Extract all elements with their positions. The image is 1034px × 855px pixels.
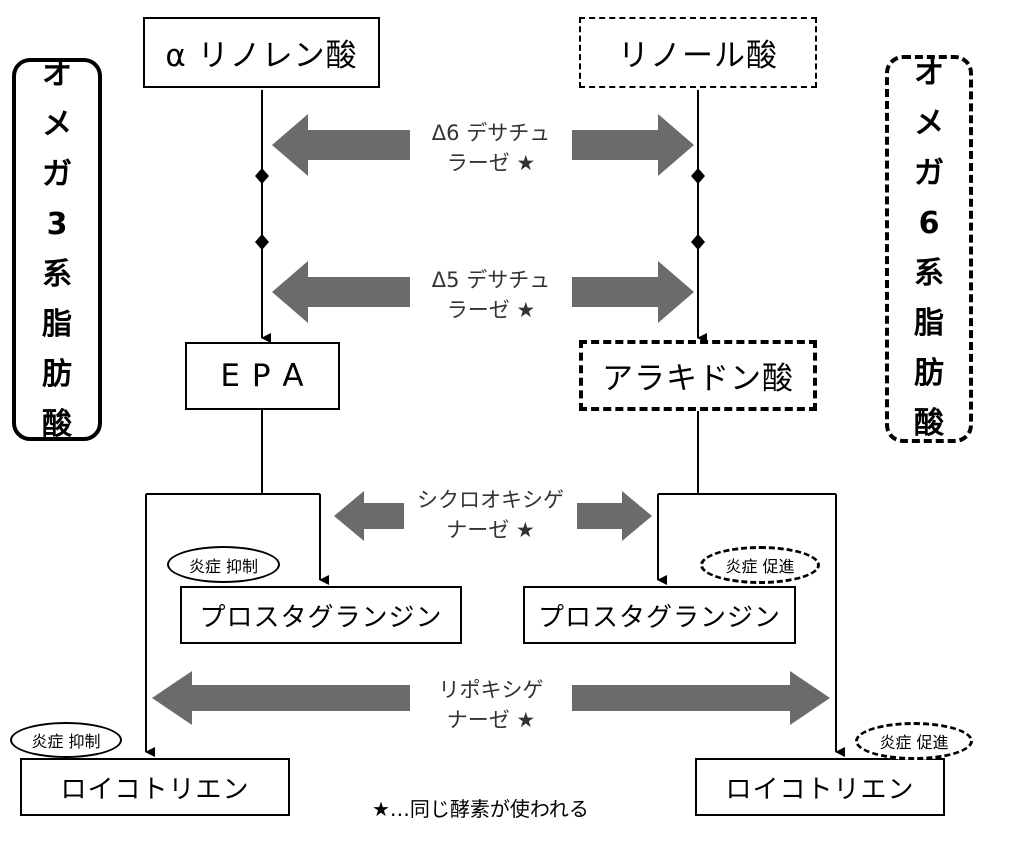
epa-box: E P A: [185, 342, 340, 410]
d5-right-arrow: [572, 261, 694, 323]
prostaglandin-right-box: プロスタグランジン: [523, 586, 796, 644]
alpha-linolenic-acid-box: α リノレン酸: [143, 17, 380, 88]
inflammation-promote-badge: 炎症 促進: [700, 546, 820, 584]
omega3-char: 3: [46, 206, 68, 242]
cox-left-arrow: [334, 491, 404, 541]
omega6-char: 肪: [914, 356, 944, 391]
same-enzyme-note: ★…同じ酵素が使われる: [372, 797, 589, 821]
leukotriene-left-box: ロイコトリエン: [20, 758, 290, 816]
omega3-char: 酸: [42, 406, 72, 442]
diamond-marker: [691, 234, 705, 250]
d5-desaturase-label: Δ5 デサチュ ラーゼ ★: [431, 268, 551, 322]
arachidonic-acid-box: アラキドン酸: [579, 340, 817, 411]
omega3-char: 肪: [42, 356, 72, 392]
cox-right-arrow: [577, 491, 652, 541]
diamond-marker: [255, 168, 269, 184]
omega3-char: メ: [42, 106, 72, 142]
d5-left-arrow: [272, 261, 410, 323]
diamond-marker: [255, 234, 269, 250]
omega3-char: オ: [42, 56, 72, 92]
omega6-char: 6: [918, 206, 940, 241]
cyclooxygenase-label: シクロオキシゲ ナーゼ ★: [417, 488, 564, 542]
prostaglandin-left-box: プロスタグランジン: [180, 586, 462, 644]
omega3-char: 系: [42, 256, 72, 292]
diamond-marker: [691, 168, 705, 184]
d6-desaturase-label: Δ6 デサチュ ラーゼ ★: [431, 121, 551, 175]
inflammation-suppress-badge: 炎症 抑制: [10, 722, 122, 758]
omega6-char: メ: [914, 106, 944, 141]
inflammation-promote-badge: 炎症 促進: [855, 722, 973, 760]
omega6-char: 酸: [914, 406, 944, 441]
lipoxygenase-label: リポキシゲ ナーゼ ★: [438, 678, 544, 732]
d6-left-arrow: [272, 114, 410, 176]
linoleic-acid-box: リノール酸: [579, 17, 817, 88]
d6-right-arrow: [572, 114, 694, 176]
lox-left-arrow: [152, 671, 410, 725]
omega6-char: 系: [914, 256, 944, 291]
omega3-char: ガ: [42, 156, 72, 192]
omega6-char: オ: [914, 56, 944, 91]
omega6-char: ガ: [914, 156, 944, 191]
omega3-panel: オ メ ガ 3 系 脂 肪 酸: [12, 57, 102, 442]
inflammation-suppress-badge: 炎症 抑制: [167, 546, 280, 583]
omega6-panel: オ メ ガ 6 系 脂 肪 酸: [885, 55, 973, 443]
leukotriene-right-box: ロイコトリエン: [695, 758, 945, 816]
omega6-char: 脂: [914, 306, 944, 341]
lox-right-arrow: [572, 671, 830, 725]
omega3-char: 脂: [42, 306, 72, 342]
